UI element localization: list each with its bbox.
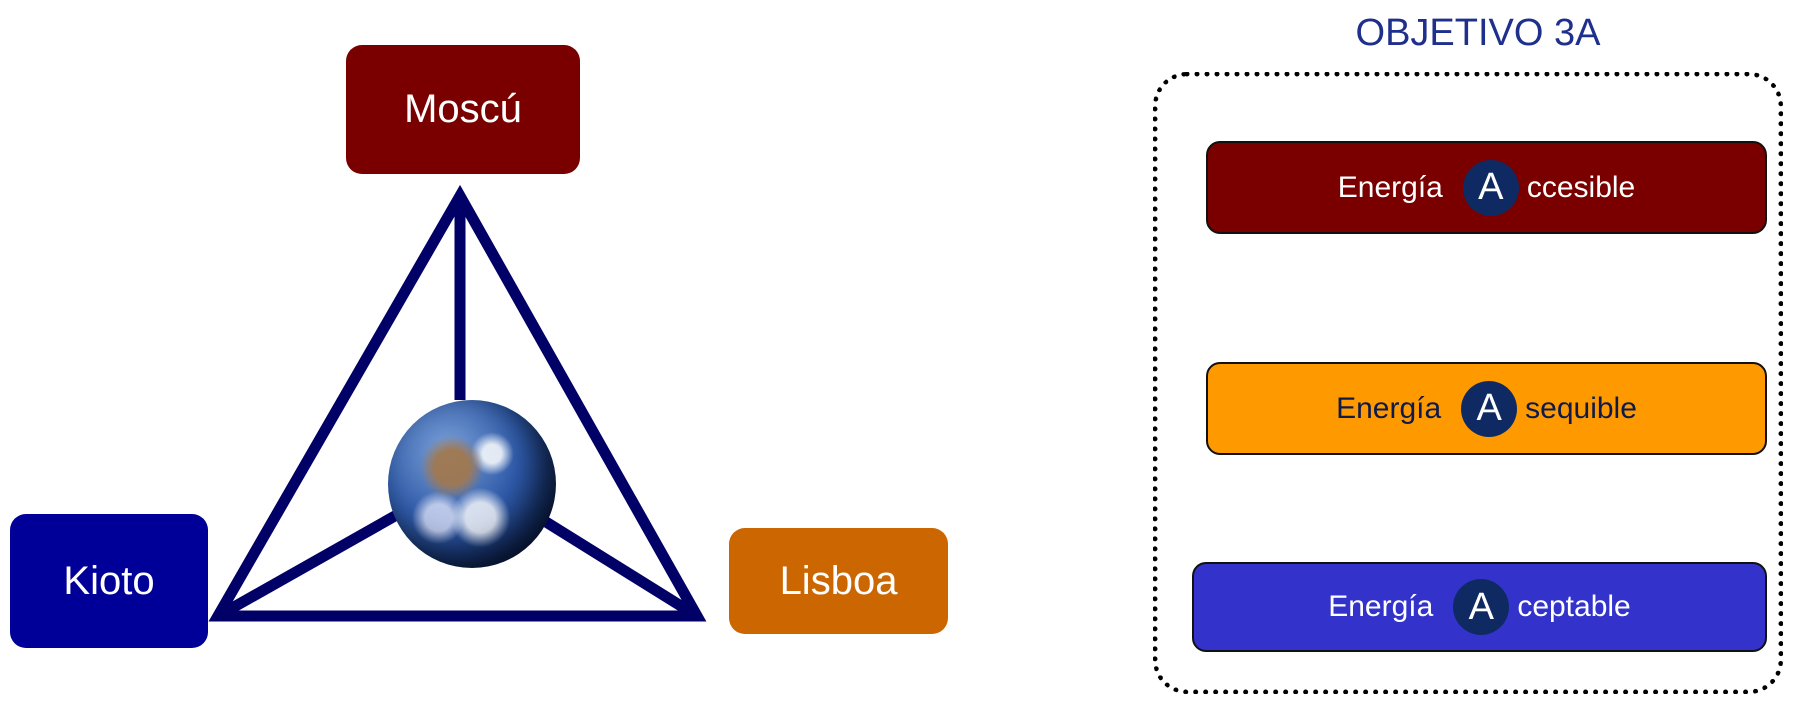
city-lisboa: Lisboa	[729, 528, 948, 634]
objective-bar-aceptable: Energía A ceptable	[1192, 562, 1767, 652]
letter-a-circle: A	[1461, 380, 1518, 437]
bar-word: Energía	[1328, 590, 1434, 623]
bar-suffix: ccesible	[1526, 170, 1636, 204]
objective-bar-accesible: Energía A ccesible	[1206, 141, 1767, 234]
letter-a-circle: A	[1453, 579, 1510, 635]
objective-title: OBJETIVO 3A	[1355, 12, 1601, 54]
spoke-left	[215, 507, 405, 621]
objective-dotted-frame	[1153, 72, 1783, 694]
earth-globe-image	[388, 400, 556, 568]
city-moscow-label: Moscú	[404, 87, 522, 131]
bar-word: Energía	[1336, 391, 1442, 425]
triangle-outline	[208, 184, 707, 622]
city-kioto-label: Kioto	[63, 558, 155, 603]
bar-word: Energía	[1337, 170, 1443, 204]
bar-suffix: ceptable	[1517, 590, 1631, 623]
letter-a-circle: A	[1462, 159, 1519, 216]
city-lisboa-label: Lisboa	[779, 558, 898, 603]
bar-suffix: sequible	[1525, 391, 1637, 425]
spoke-right	[527, 507, 700, 621]
city-kioto: Kioto	[10, 514, 208, 648]
city-moscow: Moscú	[346, 45, 580, 174]
objective-bar-asequible: Energía A sequible	[1206, 362, 1767, 455]
